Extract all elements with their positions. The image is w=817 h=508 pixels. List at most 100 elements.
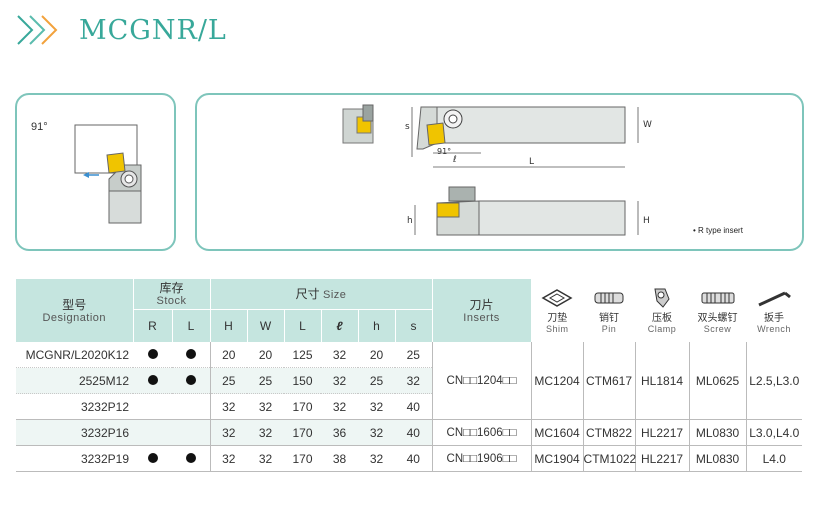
col-h-upper: H [209,309,248,342]
designation-cell: 3232P16 [16,419,133,446]
l-cell: 36 [321,419,359,446]
designation-cell: MCGNR/L2020K12 [16,342,133,368]
h-small-cell: 25 [358,367,396,394]
screw-icon [701,292,735,304]
pin-en: Pin [601,324,617,334]
h-cell: 32 [209,445,248,472]
table-row: 3232P12 32 32 170 32 32 40 [16,393,802,420]
pin-cell: CTM617 [582,342,636,420]
wrench-cell: L4.0 [745,445,803,472]
pin-cell: CTM822 [582,419,636,446]
inserts-en: Inserts [463,311,500,324]
stock-dot [147,452,158,463]
stock-dot [185,374,196,385]
pin-icon [594,292,624,304]
w-cell: 32 [247,445,285,472]
insert-cell: CN□□1906□□ [432,445,532,472]
h-cell: 32 [209,419,248,446]
l-cell: 38 [321,445,359,472]
stock-r-cell [133,419,172,446]
w-cell: 25 [247,367,285,394]
h-cell: 25 [209,367,248,394]
angle-diagram-panel: 91° [15,93,176,251]
stock-cn: 库存 [159,281,184,295]
col-l: L [171,309,211,342]
pin-cn: 销钉 [599,313,620,324]
spec-table: 型号 Designation 库存 Stock 尺寸 Size 刀片 Inser… [16,279,803,472]
shim-cell: MC1904 [530,445,584,472]
col-shim: 刀垫 Shim [530,279,584,342]
wrench-cell: L2.5,L3.0 [745,342,803,420]
s-cell: 40 [395,393,433,420]
designation-en: Designation [42,311,107,324]
inserts-cn: 刀片 [469,297,494,312]
stock-dot [185,348,196,359]
col-l-script: ℓ [320,309,359,342]
l-cell: 32 [321,367,359,394]
clamp-cn: 压板 [652,313,673,324]
h-small-cell: 32 [358,393,396,420]
r-type-note: • R type insert [693,226,743,235]
col-clamp: 压板 Clamp [635,279,690,342]
col-h-lower: h [357,309,396,342]
page-title: MCGNR/L [79,14,227,46]
shim-en: Shim [546,324,569,334]
table-row: 3232P16 32 32 170 36 32 40 CN□□1606□□ MC… [16,419,803,446]
s-cell: 25 [395,342,433,368]
shim-cell: MC1204 [530,342,584,420]
length-cell: 150 [284,367,322,394]
w-cell: 32 [247,393,285,420]
stock-r-cell [133,445,172,472]
dim-w: W [643,120,652,130]
designation-cell: 2525M12 [16,367,133,394]
screw-cell: ML0830 [688,445,747,472]
dim-l-small: ℓ [453,155,457,165]
dim-angle: 91° [437,147,452,156]
stock-l-cell [172,367,211,394]
dimension-diagram-panel: s W 91° ℓ L h H • R type insert [195,93,804,251]
col-size: 尺寸 Size [209,279,433,310]
stock-l-cell [172,342,211,368]
size-cn: 尺寸 [295,287,320,301]
stock-dot [147,374,158,385]
length-cell: 170 [284,393,322,420]
stock-l-cell [172,445,211,472]
s-cell: 32 [395,367,433,394]
stock-dot [147,348,158,359]
clamp-cell: HL2217 [634,445,690,472]
pin-cell: CTM1022 [582,445,636,472]
insert-cell: CN□□1606□□ [432,419,532,446]
h-cell: 32 [209,393,248,420]
stock-dot [185,452,196,463]
w-cell: 20 [247,342,285,368]
col-screw: 双头螺钉 Screw [689,279,747,342]
size-en: Size [323,289,347,301]
length-cell: 170 [284,419,322,446]
h-small-cell: 32 [358,445,396,472]
col-length: L [283,309,322,342]
length-cell: 170 [284,445,322,472]
stock-l-cell [172,393,211,420]
stock-r-cell [133,393,172,420]
dim-h-large: H [643,216,650,226]
wrench-cell: L3.0,L4.0 [745,419,803,446]
stock-en: Stock [156,295,187,307]
s-cell: 40 [395,445,433,472]
clamp-en: Clamp [647,324,677,334]
shim-cn: 刀垫 [547,313,568,324]
designation-cell: 3232P12 [16,393,133,420]
stock-r-cell [133,342,172,368]
col-r: R [132,309,172,342]
screw-cell: ML0625 [688,342,747,420]
h-small-cell: 20 [358,342,396,368]
angle-label: 91° [31,121,48,133]
designation-cn: 型号 [62,297,87,312]
table-row: 2525M12 25 25 150 32 25 32 [16,367,802,394]
wrench-cn: 扳手 [764,313,785,324]
title-bar: MCGNR/L [14,10,227,50]
h-small-cell: 32 [358,419,396,446]
col-inserts: 刀片 Inserts [431,279,532,342]
shim-icon [541,289,573,307]
length-cell: 125 [284,342,322,368]
clamp-cell: HL2217 [634,419,690,446]
